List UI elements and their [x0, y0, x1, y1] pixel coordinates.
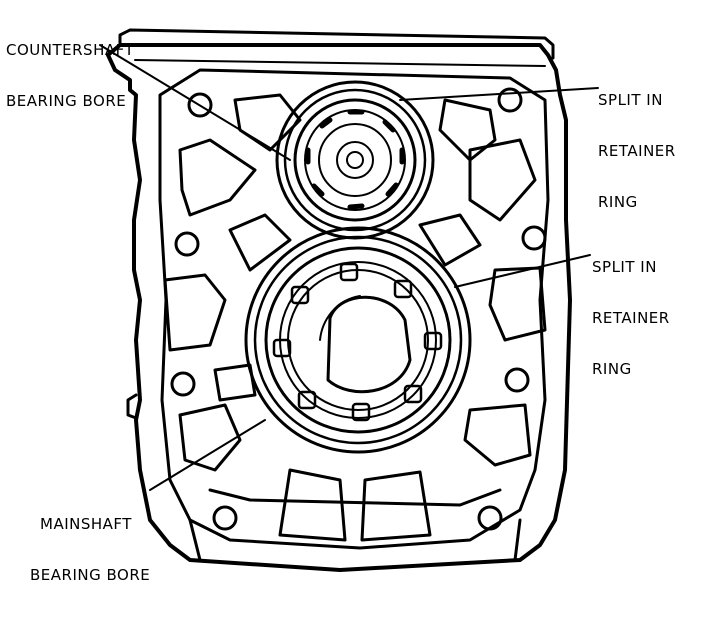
- label-line: SPLIT IN: [598, 91, 663, 109]
- label-line: SPLIT IN: [592, 258, 657, 276]
- label-split-in-retainer-ring-lower: SPLIT IN RETAINER RING: [592, 225, 670, 412]
- bolt-hole: [170, 371, 196, 397]
- mainshaft-hub: [326, 295, 412, 394]
- label-mainshaft-bearing-bore: MAINSHAFT BEARING BORE: [30, 482, 150, 618]
- mainshaft-bearing: [244, 226, 472, 454]
- label-line: RETAINER: [592, 309, 670, 327]
- top-flange-inner: [134, 59, 546, 67]
- label-line: COUNTERSHAFT: [6, 41, 135, 59]
- label-line: MAINSHAFT: [40, 515, 132, 533]
- label-split-in-retainer-ring-upper: SPLIT IN RETAINER RING: [598, 58, 676, 245]
- bolt-hole: [477, 505, 503, 531]
- case-outline: [106, 43, 572, 572]
- label-line: RING: [592, 360, 632, 378]
- bolt-holes: [170, 87, 547, 531]
- mainshaft-balls: [272, 262, 443, 422]
- bolt-hole: [521, 225, 547, 251]
- mainshaft-bore-ring: [244, 226, 472, 454]
- leader-mainshaft-bore: [149, 419, 266, 491]
- case-ribs: [163, 93, 547, 542]
- bolt-hole: [212, 505, 238, 531]
- top-flange: [118, 28, 555, 60]
- leader-split-upper: [399, 87, 599, 101]
- bolt-hole: [174, 231, 200, 257]
- transmission-case-diagram: COUNTERSHAFT BEARING BORE SPLIT IN RETAI…: [6, 8, 676, 584]
- label-line: BEARING BORE: [6, 92, 127, 110]
- inner-face: [158, 68, 550, 550]
- bolt-hole: [504, 367, 530, 393]
- label-countershaft-bearing-bore: COUNTERSHAFT BEARING BORE: [6, 8, 134, 144]
- side-boss: [126, 393, 138, 420]
- label-line: RING: [598, 193, 638, 211]
- countershaft-bearing: [275, 80, 435, 240]
- bolt-hole: [187, 92, 213, 118]
- label-line: BEARING BORE: [30, 566, 151, 584]
- label-line: RETAINER: [598, 142, 676, 160]
- case-drawing: [99, 28, 599, 572]
- leader-countershaft-bore: [99, 44, 291, 161]
- countershaft-rollers: [305, 109, 405, 210]
- leader-split-lower: [454, 254, 591, 288]
- bottom-skirt: [188, 488, 522, 562]
- bolt-hole: [497, 87, 523, 113]
- countershaft-bore-ring: [275, 80, 435, 240]
